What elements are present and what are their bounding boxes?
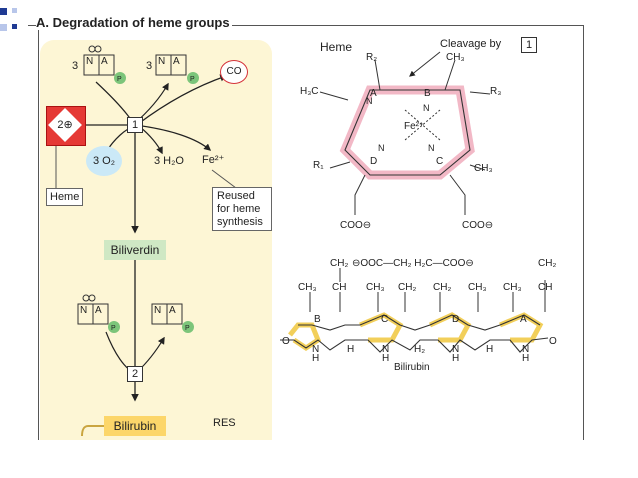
bilirubin-methylene: H₂	[414, 344, 426, 355]
svg-text:H: H	[382, 353, 389, 364]
svg-text:N: N	[382, 344, 389, 355]
substituent-h3c: H₃C	[300, 86, 319, 97]
carbon-monoxide-product: CO	[220, 60, 248, 84]
bilirubin-structure-diagram	[280, 268, 549, 353]
biliverdin-label: Biliverdin	[104, 240, 166, 260]
substituent-r3: R₃	[490, 86, 502, 97]
substituent-ch3-right: CH₃	[474, 163, 493, 174]
heme-structure-title: Heme	[320, 40, 353, 54]
svg-text:A: A	[101, 56, 108, 67]
svg-text:N: N	[428, 143, 435, 153]
bilirubin-structure-title: Bilirubin	[394, 362, 430, 373]
bilirubin-ring-a: A	[520, 314, 527, 325]
ring-a-label: A	[370, 88, 377, 99]
svg-text:N: N	[80, 305, 87, 316]
substituent-ch3: CH₃	[446, 52, 465, 63]
panel-frame-right	[583, 25, 584, 440]
svg-text:N: N	[366, 96, 373, 106]
panel-frame-top	[28, 25, 583, 26]
heme-callout-label: Heme	[46, 188, 84, 206]
svg-text:N: N	[154, 305, 161, 316]
water-product: 3 H₂O	[154, 155, 184, 167]
ring-d-label: D	[370, 156, 378, 167]
svg-text:O: O	[282, 336, 290, 347]
bilirubin-ch: CH	[538, 282, 553, 293]
svg-text:A: A	[95, 305, 102, 316]
svg-text:H: H	[312, 353, 319, 364]
carboxylate-right: COO⊖	[462, 220, 494, 231]
heme-structure-diagram	[319, 51, 491, 215]
bilirubin-ch2: CH₂	[398, 282, 417, 293]
bilirubin-ring-d: D	[452, 314, 460, 325]
bilirubin-ch3: CH₃	[298, 282, 317, 293]
bilirubin-ch: CH	[332, 282, 347, 293]
enzyme-step-2: 2	[127, 366, 143, 382]
svg-text:N: N	[86, 56, 93, 67]
svg-text:N: N	[158, 56, 165, 67]
svg-text:P: P	[190, 76, 195, 83]
ring-c-label: C	[436, 156, 444, 167]
svg-text:P: P	[117, 76, 122, 83]
phosphate-icon	[108, 72, 199, 333]
cofactor-icon	[77, 45, 187, 325]
svg-text:H: H	[452, 353, 459, 364]
enzyme-step-1: 1	[127, 117, 143, 133]
svg-text:N: N	[312, 344, 319, 355]
substituent-r2: R₂	[366, 52, 378, 63]
svg-text:N: N	[423, 103, 430, 113]
slide-bullet-square	[12, 24, 17, 29]
svg-text:N: N	[522, 344, 529, 355]
bilirubin-ring-b: B	[314, 314, 321, 325]
svg-text:O: O	[549, 336, 557, 347]
substituent-r1: R₁	[313, 160, 324, 171]
panel-title: A. Degradation of heme groups	[36, 15, 232, 30]
slide-bullet-square	[0, 8, 7, 15]
bilirubin-ring-c: C	[381, 314, 389, 325]
bilirubin-ch2-left: CH₂	[330, 258, 349, 269]
bilirubin-label: Bilirubin	[104, 416, 166, 436]
bilirubin-ch3: CH₃	[468, 282, 487, 293]
svg-text:H: H	[347, 344, 354, 355]
panel-frame-left	[38, 25, 39, 440]
bilirubin-propionates: ⊖OOC—CH₂ H₂C—COO⊖	[352, 258, 474, 269]
slide-bullet-square	[0, 24, 7, 31]
carboxylate-left: COO⊖	[340, 220, 372, 231]
cleavage-step: 1	[521, 37, 537, 53]
svg-text:P: P	[185, 325, 190, 332]
heme-charge: 2⊕	[57, 119, 73, 131]
bilirubin-ch2-right: CH₂	[538, 258, 557, 269]
svg-text:N: N	[452, 344, 459, 355]
bilirubin-ch3: CH₃	[366, 282, 385, 293]
svg-text:H: H	[522, 353, 529, 364]
svg-text:P: P	[111, 325, 116, 332]
cofactor-count: 3	[72, 60, 79, 72]
iron-center: Fe²⁺	[404, 121, 425, 132]
svg-text:A: A	[169, 305, 176, 316]
reused-callout: Reused for heme synthesis	[212, 187, 272, 231]
oxygen-substrate: 3 O₂	[86, 146, 122, 176]
svg-text:A: A	[173, 56, 180, 67]
svg-text:H: H	[486, 344, 493, 355]
svg-text:N: N	[378, 143, 385, 153]
res-label: RES	[213, 417, 236, 429]
slide-bullet-square	[12, 8, 17, 13]
bilirubin-ch3: CH₃	[503, 282, 522, 293]
bilirubin-ch2: CH₂	[433, 282, 452, 293]
cofactor-count: 3	[146, 60, 153, 72]
cleavage-label: Cleavage by	[440, 38, 502, 50]
ring-b-label: B	[424, 88, 431, 99]
iron-product: Fe²⁺	[202, 154, 225, 166]
